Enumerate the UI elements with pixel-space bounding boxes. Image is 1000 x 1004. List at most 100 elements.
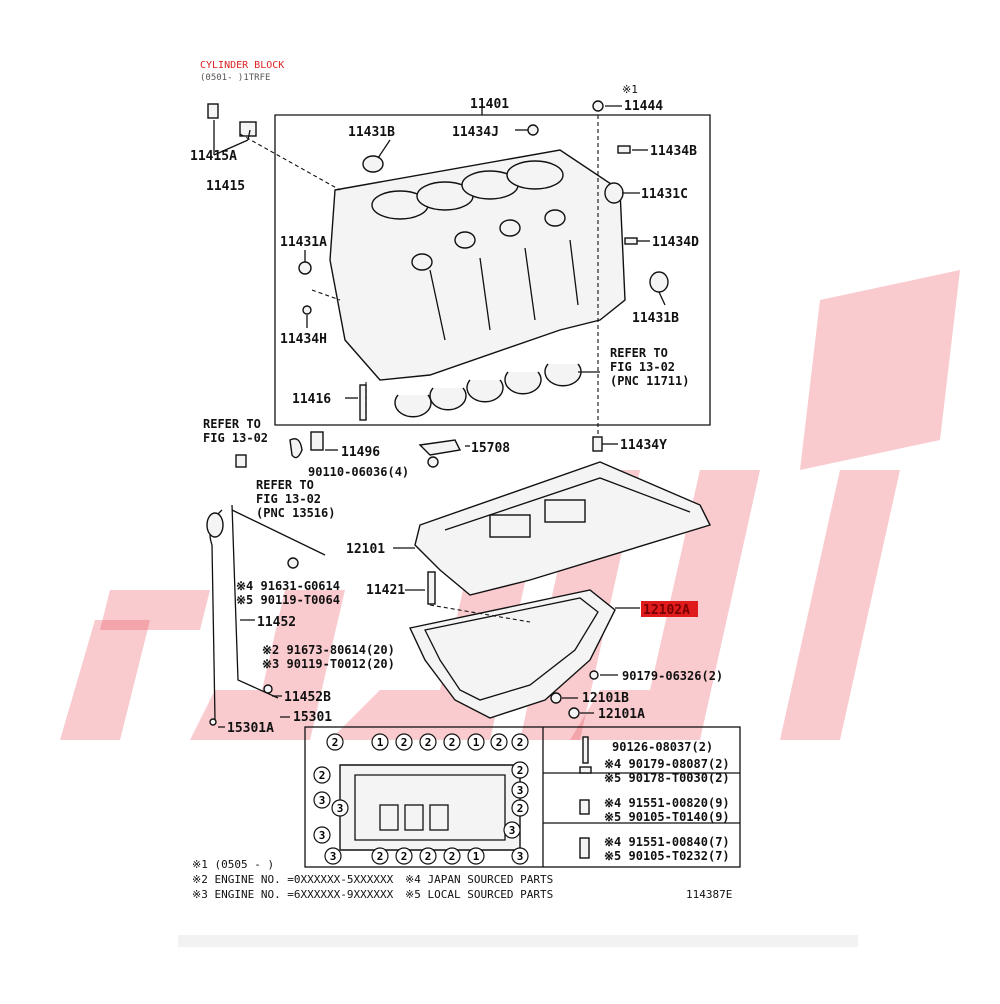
bolt-mark-bottom-5: [467, 847, 485, 865]
svg-text:(PNC 11711): (PNC 11711): [610, 374, 689, 388]
footnote-5: ※5 LOCAL SOURCED PARTS: [405, 888, 553, 901]
label-90119-t0012: ※3 90119-T0012(20): [262, 657, 395, 671]
label-91673: ※2 91673-80614(20): [262, 643, 395, 657]
bolt-mark-label-top-0: 2: [332, 736, 339, 749]
bolt-mark-label-left-1: 3: [319, 794, 326, 807]
refer-note-13516: REFER TO FIG 13-02 (PNC 13516): [256, 478, 335, 520]
footnote-1: ※1 (0505 - ): [192, 858, 274, 871]
label-15301: 15301: [293, 710, 332, 725]
legend-90105-t0232: ※5 90105-T0232(7): [604, 849, 730, 863]
label-12101b: 12101B: [582, 691, 629, 706]
oil-pan-upper: [414, 461, 711, 596]
pin-11434j: [527, 124, 539, 136]
highlight-12102a: [641, 601, 698, 617]
label-11434h: 11434H: [280, 332, 327, 347]
block-frame: [274, 114, 711, 426]
legend-dividers: [542, 727, 740, 867]
legend-91551-00820: ※4 91551-00820(9): [604, 796, 730, 810]
footnote-3: ※3 ENGINE NO. =6XXXXXX-9XXXXXX: [192, 888, 394, 901]
legend-90178: ※5 90178-T0030(2): [604, 771, 730, 785]
bolt-mark-label-bottom-0: 3: [330, 850, 337, 863]
label-11434b: 11434B: [650, 144, 697, 159]
label-15301a: 15301A: [227, 721, 274, 736]
pipe-15708: [418, 439, 462, 456]
pin-11434d: [624, 237, 638, 245]
label-11415: 11415: [206, 179, 245, 194]
bolt-mark-label-top-6: 2: [496, 736, 503, 749]
svg-text:REFER TO: REFER TO: [256, 478, 314, 492]
label-91631: ※4 91631-G0614: [236, 579, 340, 593]
bolt-mark-label-top-7: 2: [517, 736, 524, 749]
bolt-mark-top-4: [443, 733, 461, 751]
bolt-90110: [427, 456, 439, 468]
bolt-mark-right-2: [511, 799, 529, 817]
legend-bolt-icons: [579, 736, 592, 859]
bolt-mark-top-6: [490, 733, 508, 751]
svg-text:REFER TO: REFER TO: [610, 346, 668, 360]
bolt-mark-left-0: [313, 766, 331, 784]
bolt-refer: [235, 454, 247, 468]
legend-90105-t0140: ※5 90105-T0140(9): [604, 810, 730, 824]
label-11452b: 11452B: [284, 690, 331, 705]
bolt-mark-label-top-5: 1: [473, 736, 480, 749]
bolt-11416: [359, 384, 367, 421]
label-11416: 11416: [292, 392, 331, 407]
pin-11434h: [302, 305, 312, 315]
bolt-mark-left-3: [313, 826, 331, 844]
bolt-mark-top-0: [326, 733, 344, 751]
main-bearings: [394, 363, 582, 418]
bolt-mark-label-bottom-4: 2: [449, 850, 456, 863]
bolt-mark-label-right-3: 3: [509, 824, 516, 837]
bolt-mark-label-right-2: 2: [517, 802, 524, 815]
label-11431a: 11431A: [280, 235, 327, 250]
label-12101: 12101: [346, 542, 385, 557]
plug-11431b-low: [649, 271, 669, 293]
bolt-mark-top-5: [467, 733, 485, 751]
bolt-mark-bottom-6: [511, 847, 529, 865]
label-11431c: 11431C: [641, 187, 688, 202]
label-11421: 11421: [366, 583, 405, 598]
bottom-bar: [178, 935, 858, 947]
bolt-mark-label-bottom-2: 2: [401, 850, 408, 863]
plug-11415a: [207, 103, 219, 119]
bolt-90179-06326: [589, 670, 599, 680]
footnote-2: ※2 ENGINE NO. =0XXXXXX-5XXXXXX: [192, 873, 394, 886]
plug-11431c: [604, 182, 624, 204]
legend-90126: 90126-08037(2): [612, 740, 713, 754]
bolt-mark-label-right-0: 2: [517, 764, 524, 777]
label-11444: 11444: [624, 99, 663, 114]
label-11431b-top: 11431B: [348, 125, 395, 140]
svg-text:FIG 13-02: FIG 13-02: [203, 431, 268, 445]
bolt-mark-top-1: [371, 733, 389, 751]
label-11444-note: ※1: [622, 83, 638, 96]
bolt-mark-label-left-2: 3: [337, 802, 344, 815]
bolt-mark-right-0: [511, 761, 529, 779]
svg-text:FIG 13-02: FIG 13-02: [256, 492, 321, 506]
diagram-subtitle: (0501- )1TRFE: [200, 73, 270, 83]
svg-text:FIG 13-02: FIG 13-02: [610, 360, 675, 374]
bolt-mark-right-1: [511, 781, 529, 799]
leader-lines: [213, 105, 666, 445]
label-11452: 11452: [257, 615, 296, 630]
bolt-mark-bottom-0: [324, 847, 342, 865]
label-11496: 11496: [341, 445, 380, 460]
legend-91551-00840: ※4 91551-00840(7): [604, 835, 730, 849]
bolt-mark-top-7: [511, 733, 529, 751]
legend-90179-08087: ※4 90179-08087(2): [604, 757, 730, 771]
plug-12101b: [550, 692, 562, 704]
bolt-mark-bottom-2: [395, 847, 413, 865]
fitting-11415: [239, 121, 257, 137]
label-11434j: 11434J: [452, 125, 499, 140]
pin-11444: [592, 100, 604, 112]
bolt-mark-left-2: [331, 799, 349, 817]
bolt-mark-label-bottom-5: 1: [473, 850, 480, 863]
bolt-mark-label-bottom-3: 2: [425, 850, 432, 863]
figure-code: 114387E: [686, 888, 732, 901]
label-90119-t0064: ※5 90119-T0064: [236, 593, 340, 607]
dipstick-assembly: [206, 504, 326, 728]
label-11434y: 11434Y: [620, 438, 667, 453]
refer-note-11711: REFER TO FIG 13-02 (PNC 11711): [610, 346, 689, 388]
plug-11431a: [298, 261, 312, 275]
